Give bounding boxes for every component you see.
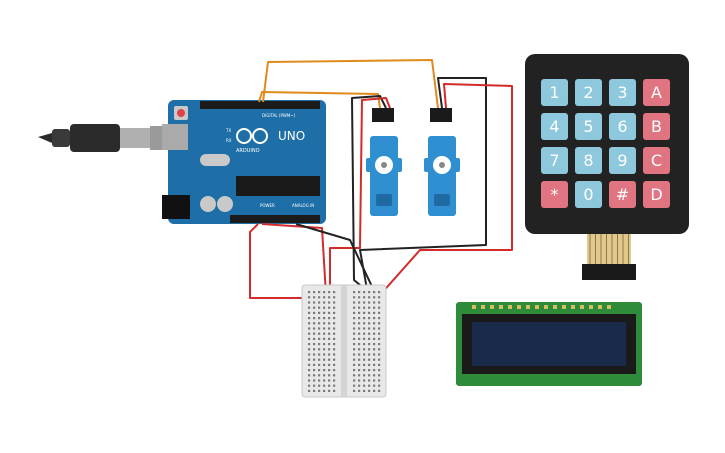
usb-plug-icon — [70, 124, 120, 152]
wire-orange — [262, 59, 439, 109]
keypad-key-3-1[interactable]: 0 — [575, 181, 602, 208]
keypad-key-3-3[interactable]: D — [643, 181, 670, 208]
keypad-key-label: C — [651, 151, 662, 170]
keypad-key-3-2[interactable]: # — [609, 181, 636, 208]
keypad-key-label: 0 — [583, 185, 593, 204]
reset-button[interactable] — [177, 109, 185, 117]
wire-red — [379, 83, 513, 296]
keypad-key-0-3[interactable]: A — [643, 79, 670, 106]
wire-red — [261, 223, 327, 296]
keypad-key-2-0[interactable]: 7 — [541, 147, 568, 174]
keypad-key-label: 8 — [583, 151, 593, 170]
keypad-key-2-2[interactable]: 9 — [609, 147, 636, 174]
keypad-key-label: 6 — [617, 117, 627, 136]
keypad-key-label: A — [651, 83, 662, 102]
atmega-chip — [236, 176, 320, 196]
wire-black — [295, 223, 377, 296]
arduino-uno-board[interactable]: UNO ARDUINO DIGITAL (PWM~) POWER ANALOG … — [162, 100, 326, 224]
keypad-key-label: # — [616, 185, 629, 204]
digital-header — [200, 101, 320, 109]
rx-led-label: RX — [226, 138, 232, 143]
usb-port — [162, 124, 188, 150]
keypad-key-1-1[interactable]: 5 — [575, 113, 602, 140]
keypad-key-2-1[interactable]: 8 — [575, 147, 602, 174]
keypad-key-3-0[interactable]: * — [541, 181, 568, 208]
lcd-16x2[interactable] — [456, 302, 642, 386]
keypad-key-label: 2 — [583, 83, 593, 102]
keypad-key-label: 3 — [617, 83, 627, 102]
servo-motor-1[interactable] — [366, 108, 402, 216]
tx-led-label: TX — [225, 128, 231, 133]
wires — [249, 59, 513, 299]
keypad-connector — [582, 264, 636, 280]
wire-red — [329, 97, 391, 295]
keypad-key-label: * — [551, 185, 559, 204]
keypad-key-0-0[interactable]: 1 — [541, 79, 568, 106]
keypad-key-0-2[interactable]: 3 — [609, 79, 636, 106]
wire-black — [359, 77, 487, 296]
keypad-key-1-0[interactable]: 4 — [541, 113, 568, 140]
power-jack — [162, 195, 190, 219]
keypad-key-1-2[interactable]: 6 — [609, 113, 636, 140]
usb-cable — [38, 124, 170, 152]
breadboard[interactable] — [301, 284, 387, 398]
analog-label: ANALOG IN — [292, 203, 314, 208]
keypad-key-label: 5 — [583, 117, 593, 136]
power-label: POWER — [260, 203, 275, 208]
keypad-key-1-3[interactable]: B — [643, 113, 670, 140]
keypad-key-label: 9 — [617, 151, 627, 170]
keypad-key-label: B — [651, 117, 662, 136]
arduino-logo-icon — [236, 128, 268, 144]
board-model: UNO — [278, 129, 305, 143]
keypad-key-0-1[interactable]: 2 — [575, 79, 602, 106]
keypad-key-label: 7 — [549, 151, 559, 170]
digital-label: DIGITAL (PWM~) — [262, 113, 296, 118]
servo-motor-2[interactable] — [424, 108, 460, 216]
lcd-screen — [472, 322, 626, 366]
keypad-key-label: D — [650, 185, 662, 204]
breadboard-holes — [308, 291, 381, 392]
power-analog-header — [230, 215, 320, 223]
wire-red — [249, 223, 310, 299]
wire-orange-2 — [258, 91, 381, 109]
board-brand: ARDUINO — [236, 148, 260, 154]
keypad-key-label: 1 — [549, 83, 559, 102]
keypad-key-label: 4 — [549, 117, 559, 136]
keypad-4x4[interactable]: 1 2 3 A 4 5 6 B 7 8 9 C * 0 # D — [525, 54, 689, 280]
keypad-key-2-3[interactable]: C — [643, 147, 670, 174]
